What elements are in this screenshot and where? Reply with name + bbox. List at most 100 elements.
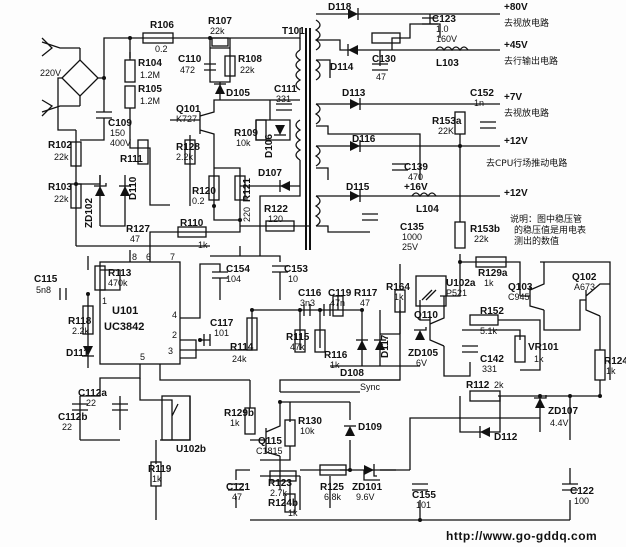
svg-text:C112b: C112b <box>58 412 87 423</box>
resistor-r115 <box>294 329 306 353</box>
resistor-r116 <box>314 329 326 353</box>
resistor-r105 <box>124 85 136 109</box>
diode-d112 <box>480 427 490 437</box>
svg-text:22: 22 <box>86 398 96 408</box>
watermark-url: http://www.go-gddq.com <box>446 529 597 543</box>
capacitor-c152 <box>480 121 496 129</box>
svg-text:1n: 1n <box>474 98 484 108</box>
zener-zd105 <box>415 330 425 340</box>
svg-text:4: 4 <box>172 310 177 320</box>
resistor-r104 <box>124 59 136 83</box>
svg-text:1.2M: 1.2M <box>140 70 160 80</box>
resistor-r119 <box>150 461 162 487</box>
ic-ref-label: U101 <box>112 305 138 317</box>
optocoupler-u102a <box>415 275 447 307</box>
svg-text:150: 150 <box>110 128 125 138</box>
diode-d108 <box>357 340 367 350</box>
inductor-l104 <box>411 192 437 198</box>
capacitor-c121 <box>228 483 244 491</box>
svg-text:R130: R130 <box>298 416 322 427</box>
output-7v: +7V <box>504 92 522 103</box>
svg-text:R129b: R129b <box>224 408 254 419</box>
resistor-r109 <box>255 119 267 141</box>
svg-text:C117: C117 <box>210 318 234 329</box>
svg-text:C1815: C1815 <box>256 446 283 456</box>
svg-text:5: 5 <box>140 352 145 362</box>
svg-text:C116: C116 <box>298 288 322 299</box>
svg-text:C139: C139 <box>404 162 428 173</box>
svg-text:Q101: Q101 <box>176 104 201 115</box>
svg-text:R118: R118 <box>68 316 92 327</box>
svg-text:101: 101 <box>416 500 431 510</box>
resistor-r128 <box>184 139 196 165</box>
svg-text:C119: C119 <box>328 288 352 299</box>
svg-text:L104: L104 <box>416 204 439 215</box>
resistor-r117 <box>332 295 344 317</box>
diode-d118 <box>348 9 358 19</box>
svg-text:1.0: 1.0 <box>436 24 449 34</box>
capacitor-c123 <box>422 17 438 25</box>
inductor-l103 <box>435 46 469 52</box>
capacitor-c112a <box>72 403 88 411</box>
svg-text:100: 100 <box>574 496 589 506</box>
capacitor-c135 <box>362 213 378 221</box>
transformer-windings <box>295 19 321 227</box>
capacitor-c130 <box>372 63 388 71</box>
svg-text:R129a: R129a <box>478 268 508 279</box>
svg-text:C109: C109 <box>108 118 132 129</box>
svg-text:1.2M: 1.2M <box>140 96 160 106</box>
svg-text:472: 472 <box>180 65 195 75</box>
capacitor-c142 <box>462 345 478 353</box>
diodes <box>82 8 547 477</box>
svg-text:47: 47 <box>376 72 386 82</box>
svg-text:25V: 25V <box>402 242 418 252</box>
svg-text:R102: R102 <box>48 140 72 151</box>
svg-text:C135: C135 <box>400 222 424 233</box>
svg-text:2k: 2k <box>494 380 504 390</box>
svg-text:2.2k: 2.2k <box>176 152 194 162</box>
svg-text:R152: R152 <box>480 306 504 317</box>
svg-text:去行输出电路: 去行输出电路 <box>504 55 558 67</box>
resistor-r153b <box>454 221 466 249</box>
resistor-r-top <box>371 32 401 44</box>
resistor-r124a <box>594 349 606 381</box>
svg-text:104: 104 <box>226 274 241 284</box>
svg-text:D113: D113 <box>342 88 366 99</box>
svg-text:3: 3 <box>168 346 173 356</box>
svg-text:Q103: Q103 <box>508 282 533 293</box>
resistor-r122 <box>265 220 295 232</box>
svg-text:C154: C154 <box>226 264 250 275</box>
resistor-r108 <box>224 55 236 77</box>
svg-text:1k: 1k <box>198 240 208 250</box>
diode-d116 <box>350 141 360 151</box>
svg-text:R105: R105 <box>138 84 162 95</box>
svg-text:1k: 1k <box>394 292 404 302</box>
svg-text:D111: D111 <box>66 348 89 359</box>
svg-text:R114: R114 <box>230 342 254 353</box>
output-80v: +80V <box>504 2 528 13</box>
svg-text:C122: C122 <box>570 486 594 497</box>
svg-text:400V: 400V <box>110 138 131 148</box>
svg-text:Q110: Q110 <box>414 310 438 321</box>
svg-text:C112a: C112a <box>78 388 107 399</box>
svg-text:D105: D105 <box>226 88 250 99</box>
resistor-r102 <box>70 141 82 167</box>
svg-text:去视放电路: 去视放电路 <box>504 17 549 29</box>
svg-text:R128: R128 <box>176 142 200 153</box>
svg-text:R103: R103 <box>48 182 72 193</box>
svg-text:5n8: 5n8 <box>36 285 51 295</box>
svg-text:D109: D109 <box>358 422 382 433</box>
svg-text:47: 47 <box>232 492 242 502</box>
svg-text:24k: 24k <box>232 354 247 364</box>
ic-u101-body <box>99 261 181 365</box>
svg-text:470k: 470k <box>108 278 128 288</box>
svg-text:ZD107: ZD107 <box>548 406 578 417</box>
svg-text:C142: C142 <box>480 354 504 365</box>
svg-text:220: 220 <box>242 207 252 222</box>
svg-text:ZD101: ZD101 <box>352 482 382 493</box>
diode-d115 <box>350 191 360 201</box>
svg-text:1k: 1k <box>330 360 340 370</box>
capacitor-c139 <box>392 163 408 171</box>
svg-text:P521: P521 <box>446 288 467 298</box>
